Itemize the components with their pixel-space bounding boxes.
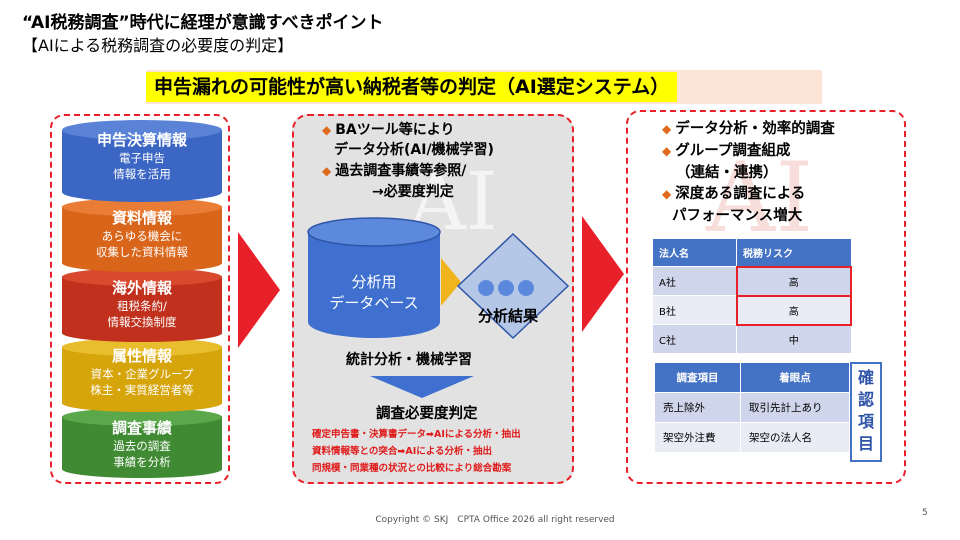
- outcome-bullet: ◆グループ調査組成: [662, 143, 791, 159]
- slide-subtitle: 【AIによる税務調査の必要度の判定】: [22, 36, 294, 55]
- source-desc: 情報交換制度: [107, 315, 177, 329]
- analysis-result-label: 分析結果: [478, 307, 539, 325]
- table-header: 法人名: [652, 238, 737, 267]
- database-label: 分析用 データベース: [306, 272, 442, 314]
- label-char: 確: [857, 368, 874, 387]
- source-title: 属性情報: [111, 347, 172, 365]
- outcome-bullet-cont: パフォーマンス増大: [672, 208, 803, 224]
- slide-title: “AI税務調査”時代に経理が意識すべきポイント: [22, 13, 384, 33]
- down-arrow-icon: [370, 376, 474, 398]
- source-title: 調査事績: [111, 419, 172, 437]
- label-char: 目: [857, 434, 874, 453]
- risk-table: 法人名 税務リスク A社 高 B社 高 C社 中: [652, 238, 852, 354]
- page-number: 5: [922, 508, 928, 518]
- database-label-line: 分析用: [351, 273, 397, 291]
- diamond-bullet-icon: ◆: [662, 187, 672, 201]
- label-char: 認: [857, 390, 874, 409]
- check-items-table: 調査項目 着眼点 売上除外 取引先計上あり 架空外注費 架空の法人名: [654, 362, 850, 453]
- source-overseas: 海外情報 租税条約/ 情報交換制度: [62, 266, 222, 342]
- source-title: 海外情報: [111, 279, 172, 297]
- table-cell: 架空の法人名: [740, 422, 850, 453]
- table-row: B社 高: [652, 294, 852, 326]
- source-desc: 租税条約/: [117, 299, 167, 313]
- table-cell: 架空外注費: [654, 422, 741, 453]
- stats-label: 統計分析・機械学習: [346, 352, 472, 368]
- table-cell: 高: [735, 265, 852, 297]
- table-row: 売上除外 取引先計上あり: [654, 392, 850, 423]
- source-desc: 情報を活用: [113, 167, 171, 181]
- flow-arrow-icon: [238, 232, 280, 348]
- source-desc: 株主・実質経営者等: [90, 383, 194, 397]
- source-title: 申告決算情報: [96, 131, 187, 149]
- judgement-title: 調査必要度判定: [376, 406, 478, 422]
- table-header: 着眼点: [740, 362, 850, 393]
- source-past-audits: 調査事績 過去の調査 事績を分析: [62, 406, 222, 478]
- table-row: 架空外注費 架空の法人名: [654, 422, 850, 453]
- table-cell: 中: [736, 324, 852, 354]
- analysis-bullet-cont: データ分析(AI/機械学習): [334, 142, 494, 158]
- source-desc: 収集した資料情報: [96, 245, 188, 259]
- diamond-bullet-icon: ◆: [662, 122, 672, 136]
- database-label-line: データベース: [329, 294, 419, 312]
- source-title: 資料情報: [111, 209, 172, 227]
- table-cell: C社: [652, 324, 737, 354]
- analysis-bullet-cont: →必要度判定: [372, 184, 454, 200]
- judgement-note: 確定申告書・決算書データ➡AIによる分析・抽出: [312, 429, 521, 440]
- database-icon: [307, 217, 441, 338]
- outcome-bullet: ◆深度ある調査による: [662, 186, 806, 202]
- source-attributes: 属性情報 資本・企業グループ 株主・実質経営者等: [62, 336, 222, 412]
- analysis-bullet: ◆BAツール等により: [322, 122, 455, 138]
- table-cell: 売上除外: [654, 392, 741, 423]
- source-tax-returns: 申告決算情報 電子申告 情報を活用: [62, 118, 222, 202]
- data-sources-panel: [50, 114, 230, 484]
- source-desc: あらゆる機会に: [101, 229, 183, 243]
- source-desc: 電子申告: [119, 151, 165, 165]
- judgement-note: 同規模・同業種の状況との比較により総合勘案: [312, 463, 512, 474]
- source-desc: 資本・企業グループ: [90, 367, 194, 381]
- table-header: 税務リスク: [736, 238, 852, 267]
- judgement-notes: 確定申告書・決算書データ➡AIによる分析・抽出 資料情報等との突合➡AIによる分…: [312, 426, 521, 477]
- diamond-bullet-icon: ◆: [662, 144, 672, 158]
- table-cell: 高: [735, 294, 852, 326]
- analysis-bullet: ◆過去調査事績等参照/: [322, 163, 467, 179]
- table-cell: B社: [652, 295, 737, 325]
- judgement-note: 資料情報等との突合➡AIによる分析・抽出: [312, 446, 492, 457]
- diamond-bullet-icon: ◆: [322, 164, 332, 178]
- source-desc: 過去の調査: [113, 439, 171, 453]
- table-cell: 取引先計上あり: [740, 392, 850, 423]
- table-row: C社 中: [652, 324, 852, 354]
- table-row: A社 高: [652, 265, 852, 297]
- banner-heading: 申告漏れの可能性が高い納税者等の判定（AI選定システム）: [146, 72, 678, 102]
- table-header-row: 法人名 税務リスク: [652, 238, 852, 267]
- table-header-row: 調査項目 着眼点: [654, 362, 850, 393]
- source-desc: 事績を分析: [113, 455, 171, 469]
- check-items-label: 確 認 項 目: [850, 362, 882, 462]
- label-char: 項: [857, 412, 874, 431]
- table-cell: A社: [652, 266, 737, 296]
- table-header: 調査項目: [654, 362, 741, 393]
- diamond-bullet-icon: ◆: [322, 123, 332, 137]
- copyright-footer: Copyright © SKJ CPTA Office 2026 all rig…: [375, 515, 615, 525]
- flow-arrow-icon: [582, 216, 624, 332]
- outcome-bullet: ◆データ分析・効率的調査: [662, 121, 835, 137]
- result-diamond-icon: [456, 232, 570, 340]
- source-materials: 資料情報 あらゆる機会に 収集した資料情報: [62, 196, 222, 272]
- small-arrow-icon: [441, 258, 461, 306]
- outcome-bullet-cont: （連結・連携）: [676, 165, 778, 181]
- outcome-panel: [626, 110, 906, 484]
- ai-watermark: AI: [706, 142, 814, 254]
